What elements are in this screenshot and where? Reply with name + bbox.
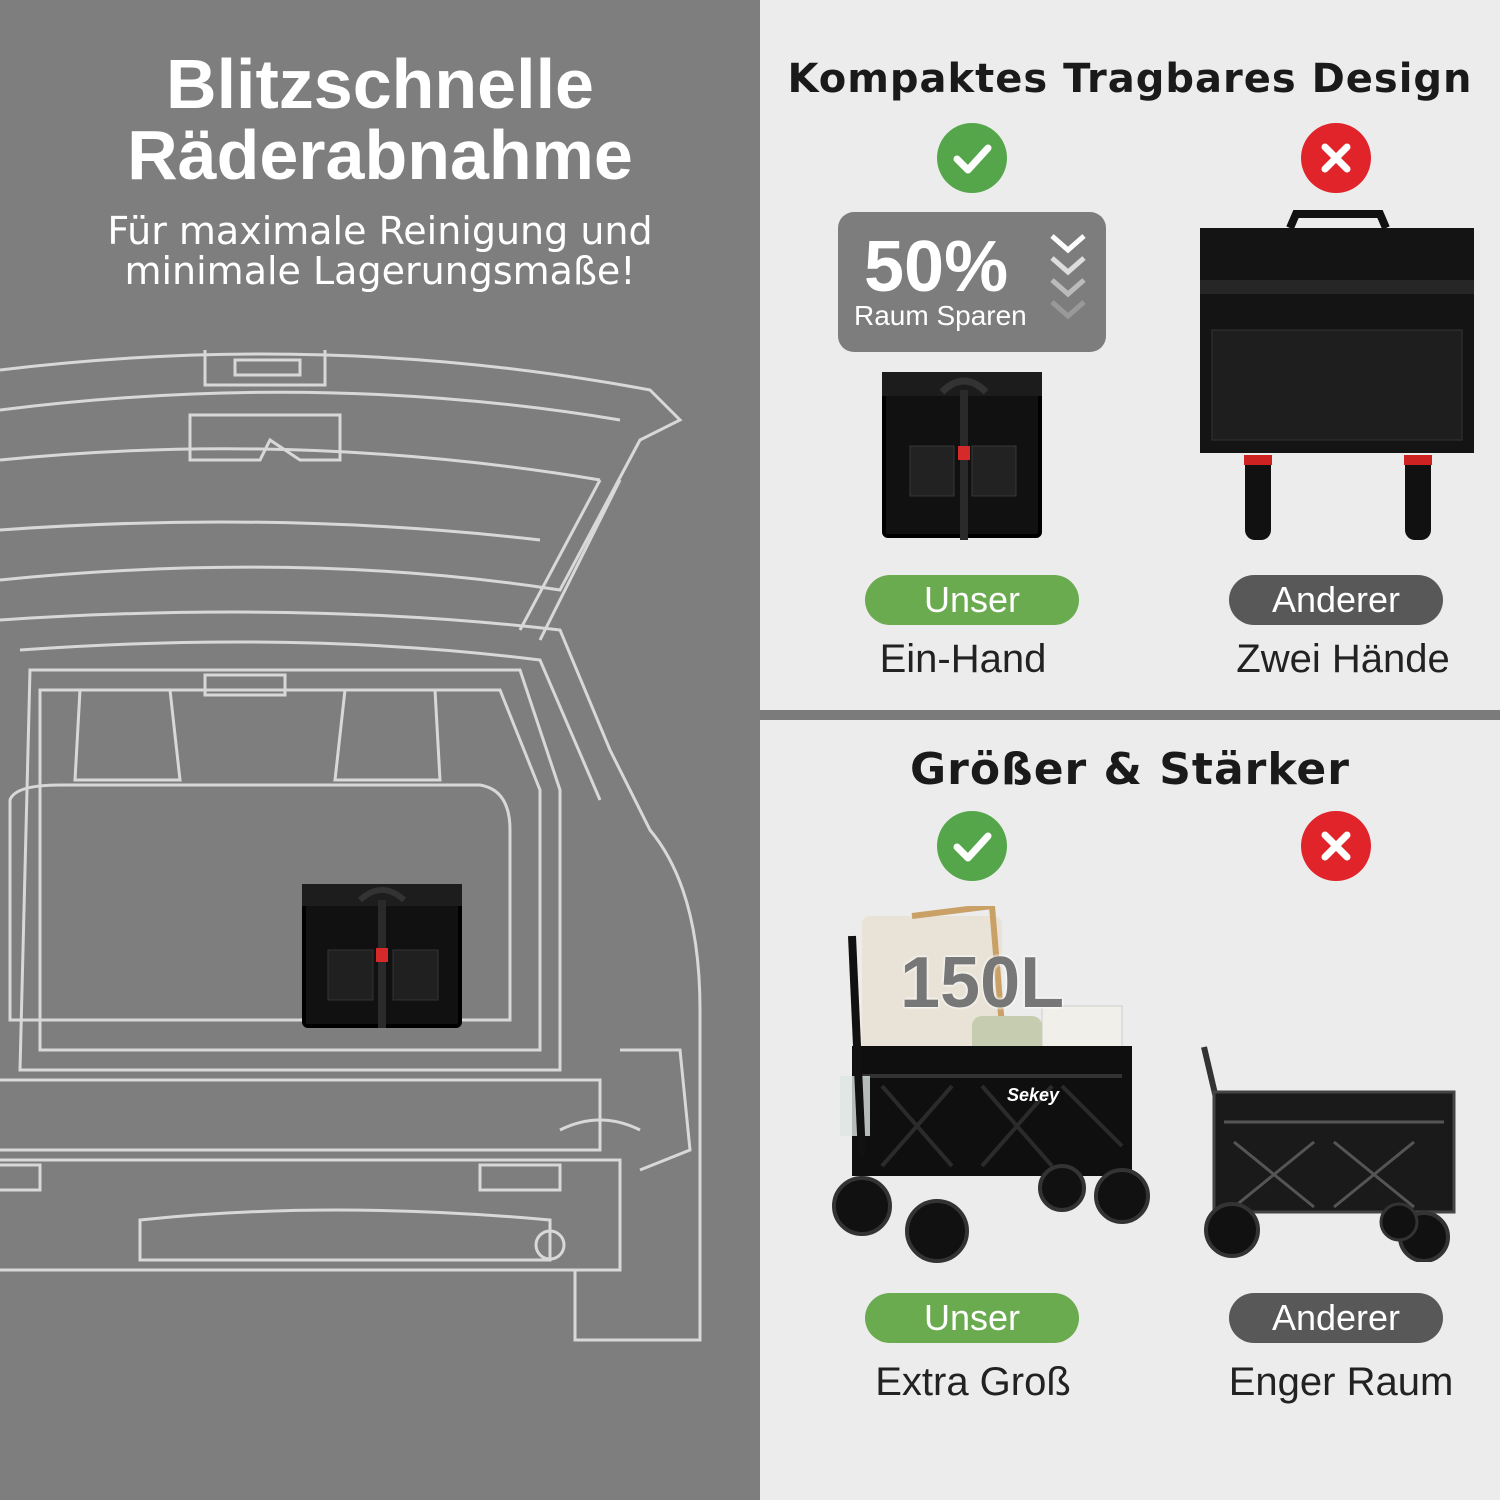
left-title-line2: Räderabnahme bbox=[127, 116, 633, 194]
other-label-pill: Anderer bbox=[1229, 1293, 1443, 1343]
space-saving-badge: 50% Raum Sparen bbox=[838, 212, 1106, 352]
other-caption: Zwei Hände bbox=[1236, 637, 1450, 681]
left-subtitle-line2: minimale Lagerungsmaße! bbox=[124, 249, 636, 293]
section-divider bbox=[760, 710, 1500, 720]
loaded-wagon-image: Sekey bbox=[832, 906, 1150, 1263]
close-icon bbox=[1301, 811, 1371, 881]
ours-caption: Ein-Hand bbox=[879, 637, 1047, 681]
ours-label-pill: Unser bbox=[865, 575, 1079, 625]
compact-design-panel: Kompaktes Tragbares Design 50% Raum Spar… bbox=[760, 0, 1500, 710]
other-wagon-image bbox=[1201, 1046, 1456, 1262]
other-folded-wagon-image bbox=[1200, 210, 1474, 540]
check-icon bbox=[937, 123, 1007, 193]
check-icon bbox=[937, 811, 1007, 881]
savings-label: Raum Sparen bbox=[854, 300, 1027, 331]
volume-label: 150L bbox=[900, 943, 1065, 1023]
brand-logo: Sekey bbox=[1007, 1085, 1060, 1105]
bigger-stronger-panel: Größer & Stärker Sekey 150L Unser Andere… bbox=[760, 720, 1500, 1500]
other-caption: Enger Raum bbox=[1228, 1360, 1454, 1404]
left-panel: Blitzschnelle Räderabnahme Für maximale … bbox=[0, 0, 760, 1500]
left-subtitle-line1: Für maximale Reinigung und bbox=[107, 209, 653, 253]
bigger-stronger-heading: Größer & Stärker bbox=[910, 744, 1350, 795]
ours-caption: Extra Groß bbox=[875, 1360, 1071, 1404]
close-icon bbox=[1301, 123, 1371, 193]
compact-design-heading: Kompaktes Tragbares Design bbox=[787, 56, 1473, 102]
other-label-pill: Anderer bbox=[1229, 575, 1443, 625]
left-title-line1: Blitzschnelle bbox=[166, 45, 594, 123]
ours-label-pill: Unser bbox=[865, 1293, 1079, 1343]
savings-percent: 50% bbox=[864, 227, 1009, 307]
car-trunk-outline-illustration bbox=[0, 350, 702, 1342]
folded-wagon-in-trunk-image bbox=[302, 884, 462, 1028]
folded-wagon-image bbox=[882, 372, 1042, 540]
chevron-down-icon bbox=[1050, 234, 1086, 320]
